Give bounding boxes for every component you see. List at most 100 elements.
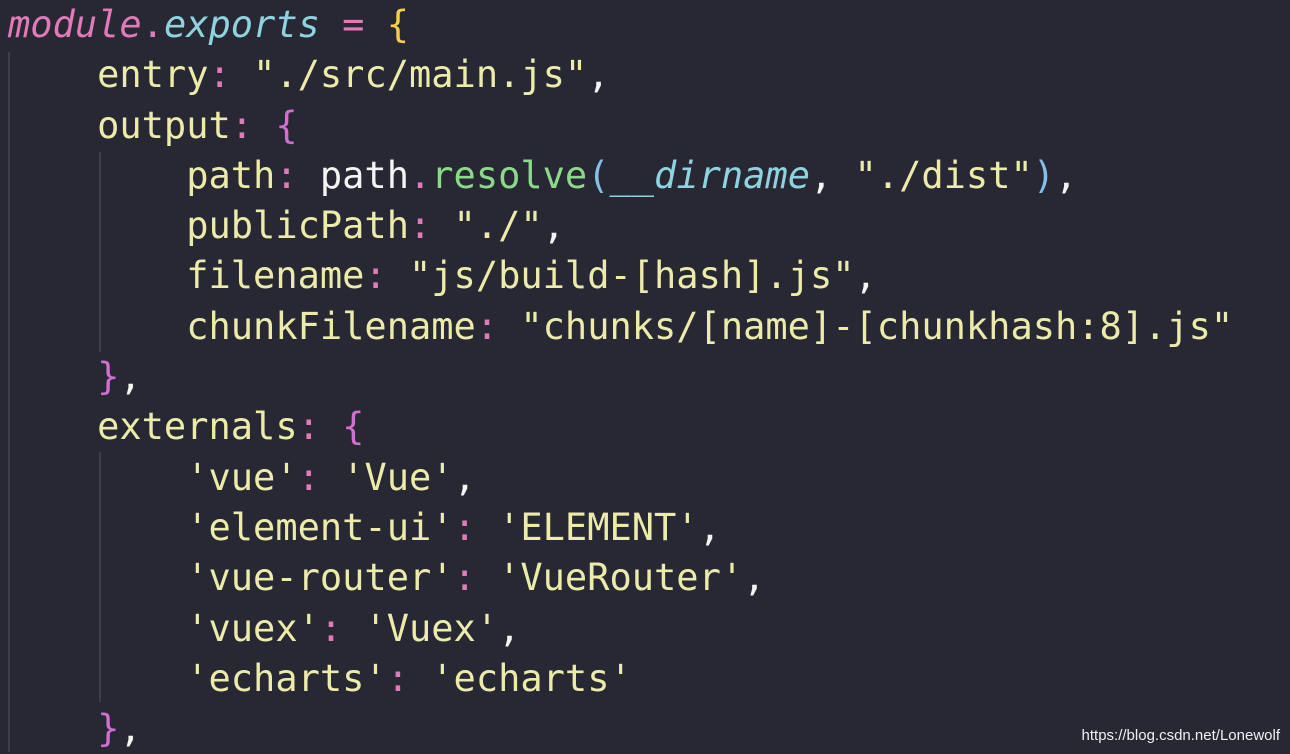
code-token: [8, 104, 97, 147]
code-token: [364, 3, 386, 46]
code-line: chunkFilename: "chunks/[name]-[chunkhash…: [8, 302, 1233, 352]
code-token: 'vue': [186, 455, 298, 499]
code-token: :: [386, 656, 409, 700]
code-token: [498, 305, 520, 348]
code-token: [8, 657, 186, 700]
code-token: entry: [97, 53, 209, 97]
code-token: [8, 607, 186, 650]
code-token: .: [409, 153, 432, 197]
code-line: publicPath: "./",: [8, 201, 1233, 251]
code-token: exports: [163, 3, 320, 46]
code-token: ,: [743, 556, 766, 600]
code-token: [320, 3, 342, 46]
indent-guide: [99, 452, 101, 702]
code-token: ,: [809, 153, 855, 197]
code-token: {: [386, 3, 409, 46]
code-token: 'VueRouter': [498, 556, 744, 600]
code-token: publicPath: [186, 204, 409, 248]
code-line: filename: "js/build-[hash].js",: [8, 251, 1233, 301]
code-token: [409, 657, 431, 700]
code-token: ,: [498, 606, 521, 650]
code-token: ): [1032, 153, 1056, 197]
code-token: "chunks/[name]-[chunkhash:8].js": [520, 304, 1234, 348]
code-token: path: [186, 153, 276, 197]
code-token: resolve: [431, 153, 588, 197]
code-token: module: [8, 3, 142, 46]
code-token: ,: [587, 53, 610, 97]
code-token: :: [230, 103, 254, 147]
code-token: [476, 506, 498, 549]
code-token: 'echarts': [431, 656, 632, 700]
code-token: }: [97, 707, 120, 751]
code-token: [8, 204, 186, 247]
code-token: :: [208, 53, 231, 97]
code-token: :: [319, 606, 343, 650]
code-token: 'element-ui': [186, 505, 454, 549]
code-token: filename: [186, 254, 365, 298]
code-line: entry: "./src/main.js",: [8, 50, 1233, 100]
code-line: 'element-ui': 'ELEMENT',: [8, 503, 1233, 553]
code-token: externals: [97, 405, 298, 449]
code-token: [387, 254, 409, 297]
code-token: ,: [119, 355, 142, 399]
code-token: [8, 254, 186, 297]
code-token: 'vuex': [186, 606, 320, 650]
code-token: [8, 506, 186, 549]
watermark: https://blog.csdn.net/Lonewolf: [1081, 727, 1280, 744]
code-token: [8, 53, 97, 96]
code-token: :: [297, 405, 320, 449]
code-line: },: [8, 704, 1233, 754]
code-token: }: [97, 355, 120, 399]
code-token: [8, 456, 186, 499]
code-line: 'vue': 'Vue',: [8, 453, 1233, 503]
code-token: "./": [453, 204, 543, 248]
code-token: [8, 305, 186, 348]
code-token: {: [275, 103, 298, 147]
code-token: .: [141, 3, 164, 46]
code-token: =: [342, 3, 365, 46]
code-token: :: [453, 556, 476, 600]
code-token: "js/build-[hash].js": [409, 254, 855, 298]
code-token: [8, 355, 97, 398]
code-token: ,: [1055, 153, 1078, 197]
code-editor[interactable]: module.exports = { entry: "./src/main.js…: [8, 0, 1233, 754]
code-token: :: [453, 505, 476, 549]
code-token: :: [408, 204, 432, 248]
code-token: [253, 104, 275, 147]
code-token: output: [97, 103, 231, 147]
code-token: 'ELEMENT': [498, 505, 699, 549]
code-token: :: [364, 254, 387, 298]
code-token: [431, 204, 453, 247]
code-line: output: {: [8, 101, 1233, 151]
code-token: :: [297, 455, 320, 499]
code-token: :: [275, 153, 298, 197]
indent-guide: [8, 52, 10, 752]
code-token: path: [297, 153, 409, 197]
code-token: {: [342, 405, 365, 449]
code-token: [8, 707, 97, 750]
code-line: path: path.resolve(__dirname, "./dist"),: [8, 151, 1233, 201]
indent-guide: [99, 152, 101, 352]
code-token: [8, 154, 186, 197]
code-token: [8, 556, 186, 599]
code-line: 'echarts': 'echarts': [8, 654, 1233, 704]
code-token: :: [475, 304, 499, 348]
code-token: chunkFilename: [186, 304, 476, 348]
code-token: [8, 405, 97, 448]
code-token: ,: [119, 707, 142, 751]
code-line: externals: {: [8, 402, 1233, 452]
code-token: [342, 607, 364, 650]
code-token: ,: [698, 505, 721, 549]
code-token: 'Vue': [342, 455, 454, 499]
code-token: [231, 53, 253, 96]
code-token: "./dist": [854, 153, 1033, 197]
code-token: (: [587, 153, 610, 197]
code-token: [320, 456, 342, 499]
code-token: ,: [542, 204, 565, 248]
code-token: ,: [854, 254, 877, 298]
code-token: 'vue-router': [186, 556, 454, 600]
code-token: 'Vuex': [364, 606, 499, 650]
code-line: },: [8, 352, 1233, 402]
code-line: module.exports = {: [8, 0, 1233, 50]
code-token: ,: [453, 455, 476, 499]
